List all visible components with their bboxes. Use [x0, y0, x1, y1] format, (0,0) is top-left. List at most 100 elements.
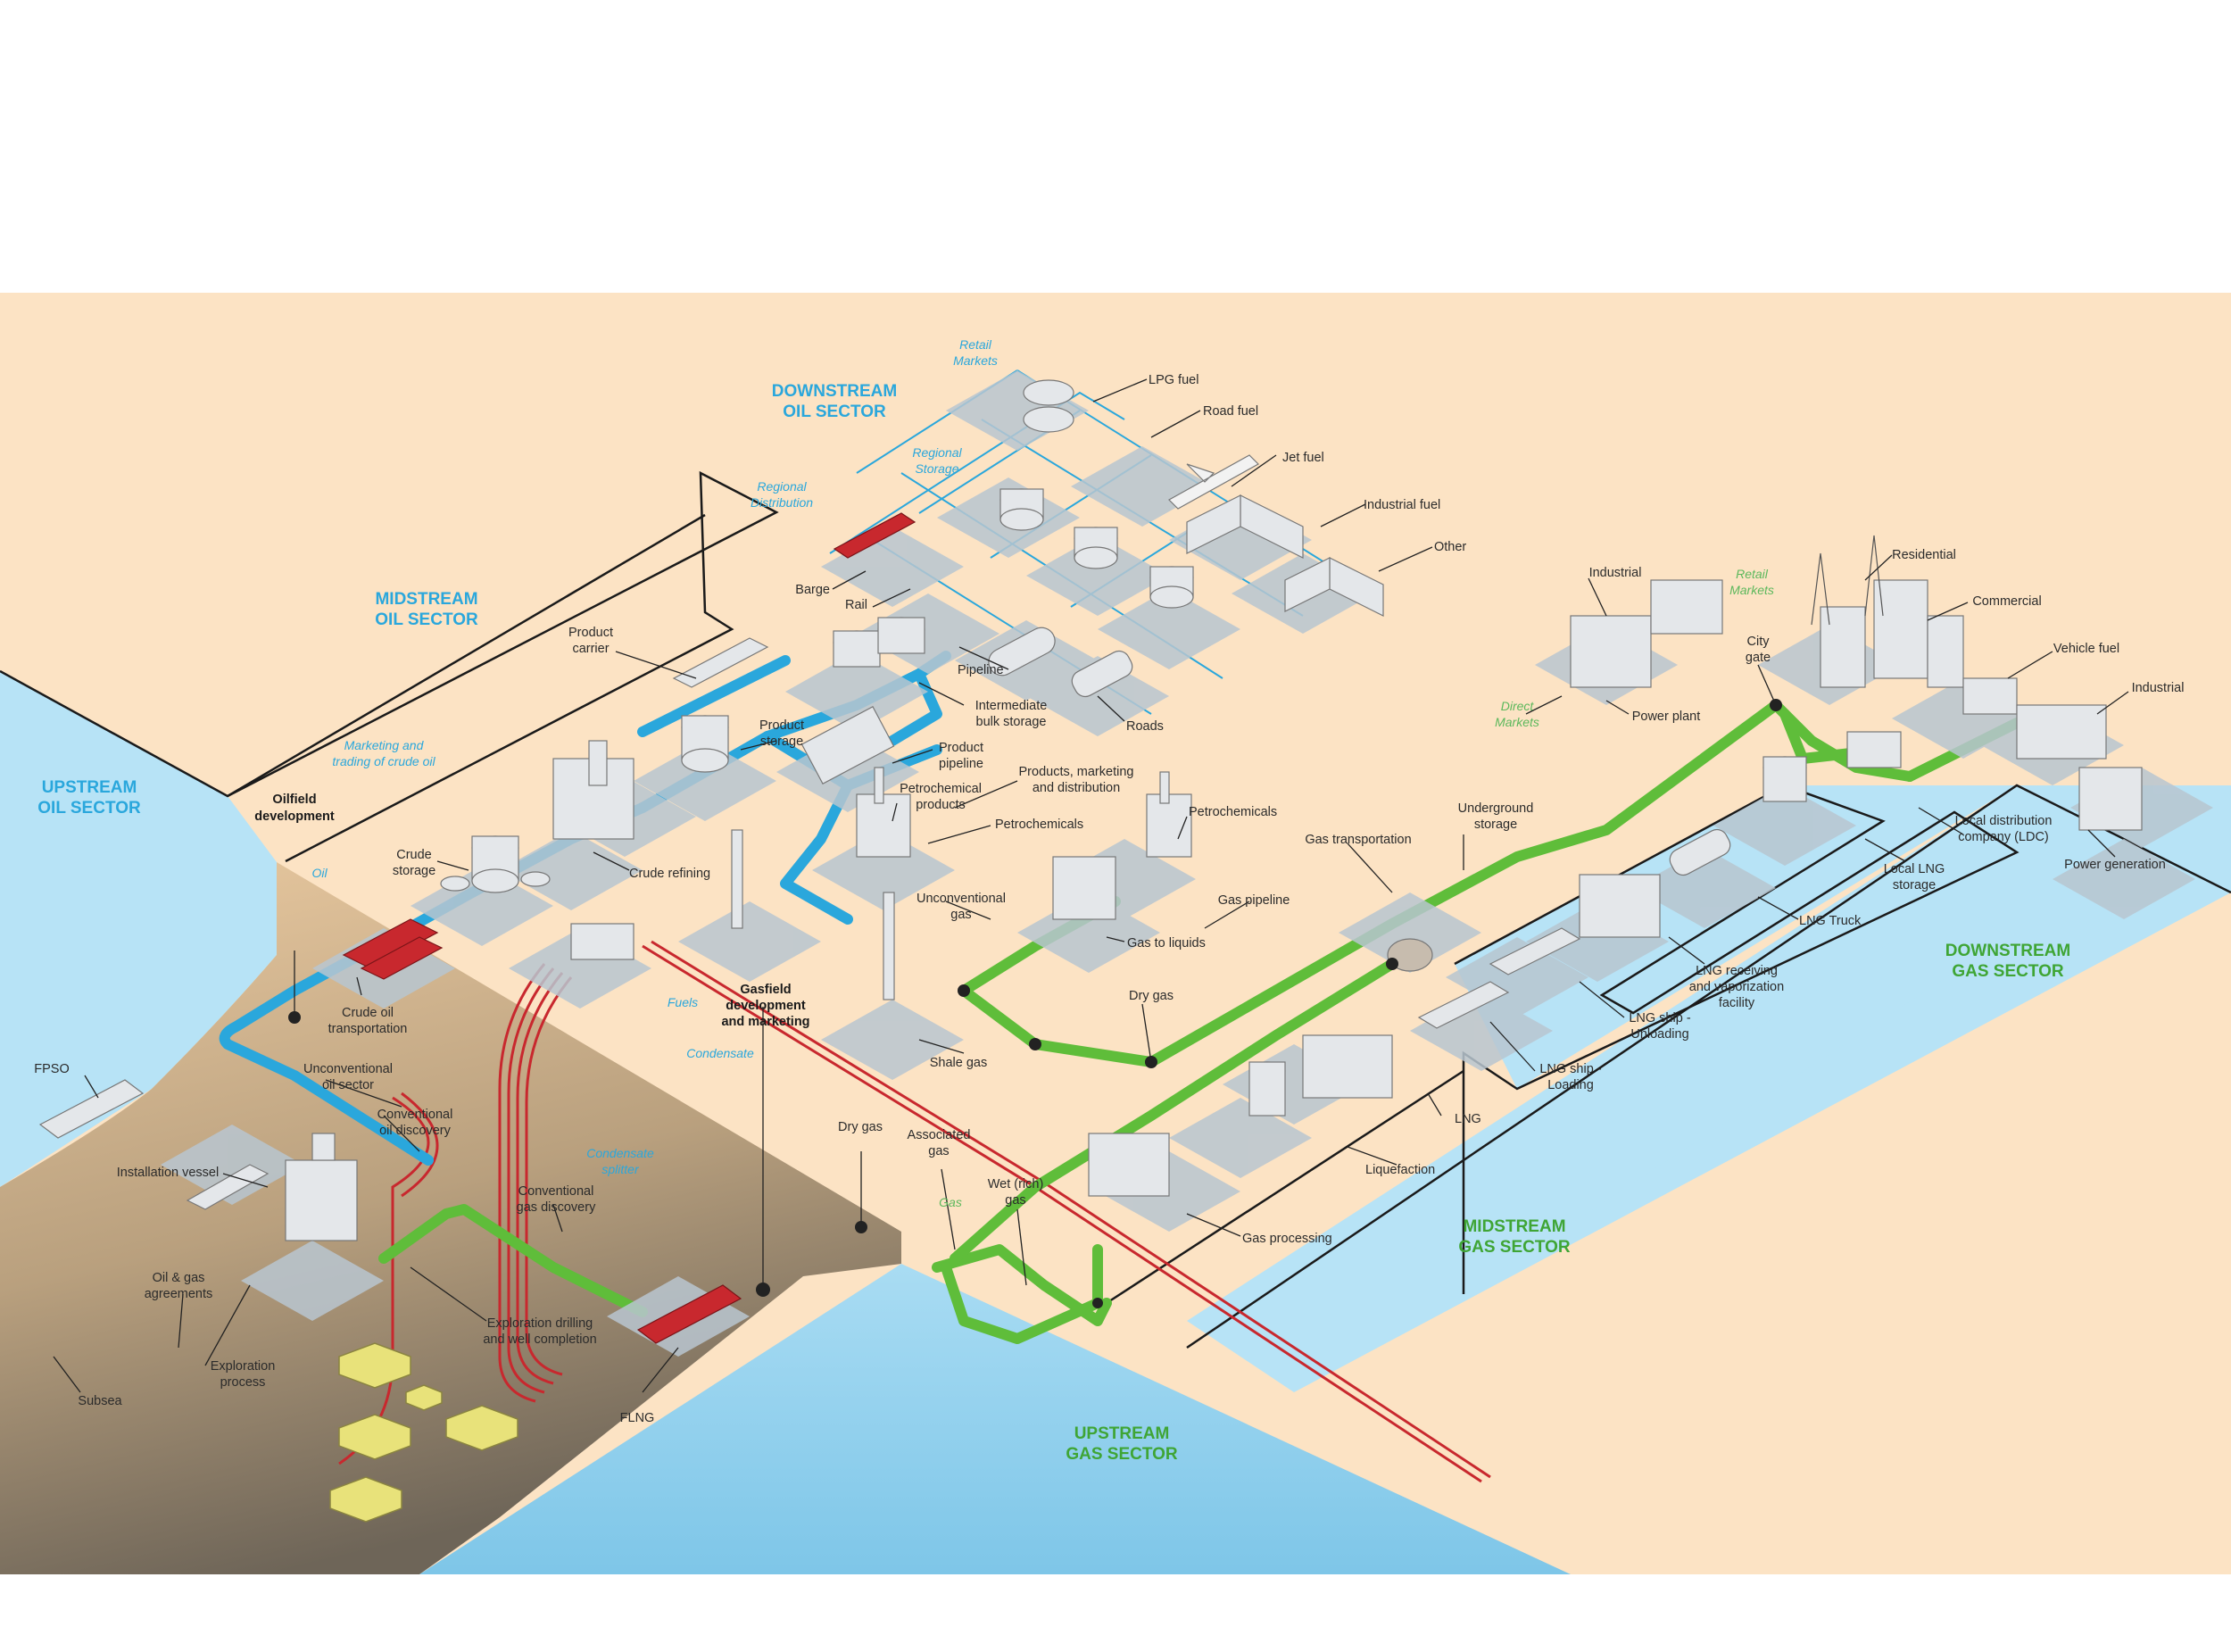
leader-lines [53, 378, 2129, 1393]
label-jet-fuel: Jet fuel [1282, 451, 1324, 465]
subsea-template-5 [405, 1384, 443, 1411]
label-fpso: FPSO [34, 1062, 69, 1076]
label-gas: Gas [939, 1195, 962, 1209]
petrochemical-plant-icon [856, 793, 911, 858]
label-industrial-left: Industrial [1589, 566, 1642, 580]
industrial-gas-icon [1650, 579, 1723, 635]
lng-ship-unloading-icon [1489, 927, 1581, 975]
label-subsea: Subsea [78, 1394, 122, 1408]
label-rail: Rail [845, 598, 867, 612]
label-vehicle-fuel: Vehicle fuel [2053, 642, 2119, 656]
crude-tanker-icon [342, 918, 439, 969]
label-residential: Residential [1892, 548, 1956, 562]
subsea-template-4 [329, 1476, 402, 1523]
subsea-template-2 [338, 1414, 411, 1460]
barge-icon [833, 512, 916, 559]
flng-icon [636, 1284, 742, 1344]
lpg-tank-icon [1023, 379, 1074, 406]
label-industrial-right: Industrial [2132, 681, 2185, 695]
label-petrochemicals-1: Petrochemicals [995, 818, 1083, 832]
label-lng-ship-loading: LNG ship -Loading [1539, 1062, 1601, 1092]
gas-pipeline-main [1146, 700, 1781, 1067]
upstream-oil-sea [0, 671, 277, 1187]
subsea-template-1 [338, 1342, 411, 1389]
power-generation-icon [2078, 767, 2143, 831]
road-tanker-icon [1071, 650, 1133, 698]
label-shale-gas: Shale gas [930, 1056, 988, 1070]
label-lng: LNG [1455, 1112, 1481, 1126]
label-roads: Roads [1126, 719, 1164, 734]
subsea-templates [329, 1342, 518, 1523]
midstream-gas-boundary-lower [1186, 784, 2231, 1349]
label-lng-truck: LNG Truck [1799, 914, 1862, 928]
label-condensate: Condensate [686, 1046, 754, 1060]
lpg-tank-icon-2 [1023, 406, 1074, 433]
jet-aircraft-icon [1168, 454, 1259, 510]
industrial-right-icon [2016, 704, 2107, 760]
offshore-platform-icon [285, 1159, 358, 1241]
gas-processing-icon [1088, 1133, 1170, 1197]
label-installation-vessel: Installation vessel [117, 1166, 219, 1180]
label-dry-gas-upper: Dry gas [1129, 989, 1174, 1003]
power-plant-icon [1570, 615, 1652, 688]
transmission-tower-icon [1811, 535, 1884, 626]
installation-vessel-icon [186, 1164, 270, 1210]
label-petrochemicals-2: Petrochemicals [1189, 805, 1277, 819]
upstream-oil-boundary [227, 513, 706, 798]
upstream-gas-sea [419, 1264, 1571, 1574]
label-gas-processing: Gas processing [1242, 1232, 1332, 1246]
associated-gas-line [932, 1244, 1112, 1326]
subsea-template-3 [445, 1405, 518, 1451]
vehicle-fuel-station-icon [1962, 677, 2018, 715]
crude-oil-pipeline [219, 892, 469, 1166]
product-carrier-link [637, 655, 791, 737]
label-gas-pipeline: Gas pipeline [1218, 893, 1290, 908]
midstream-gas-boundary-upper [1454, 784, 2020, 1294]
petrochem-link [780, 780, 853, 925]
label-crude-refining: Crude refining [629, 867, 710, 881]
label-barge: Barge [795, 583, 830, 597]
label-flng: FLNG [620, 1411, 655, 1425]
label-lpg-fuel: LPG fuel [1149, 373, 1198, 387]
label-liquefaction: Liquefaction [1365, 1163, 1435, 1177]
label-industrial-fuel: Industrial fuel [1364, 498, 1440, 512]
label-other: Other [1434, 540, 1466, 554]
label-road-fuel: Road fuel [1203, 404, 1258, 419]
drilling-rig-icon [883, 892, 895, 1000]
bulk-storage-loop [887, 668, 942, 746]
label-commercial: Commercial [1972, 594, 2041, 609]
residential-building-icon [1820, 606, 1866, 688]
dry-gas-trunk [950, 959, 1397, 1264]
label-pipeline: Pipeline [958, 663, 1004, 677]
component-labels: LPG fuel Road fuel Jet fuel Industrial f… [34, 373, 2184, 1425]
label-wet-gas: Wet (rich)gas [988, 1177, 1044, 1208]
ldc-station-icon [1846, 731, 1902, 768]
